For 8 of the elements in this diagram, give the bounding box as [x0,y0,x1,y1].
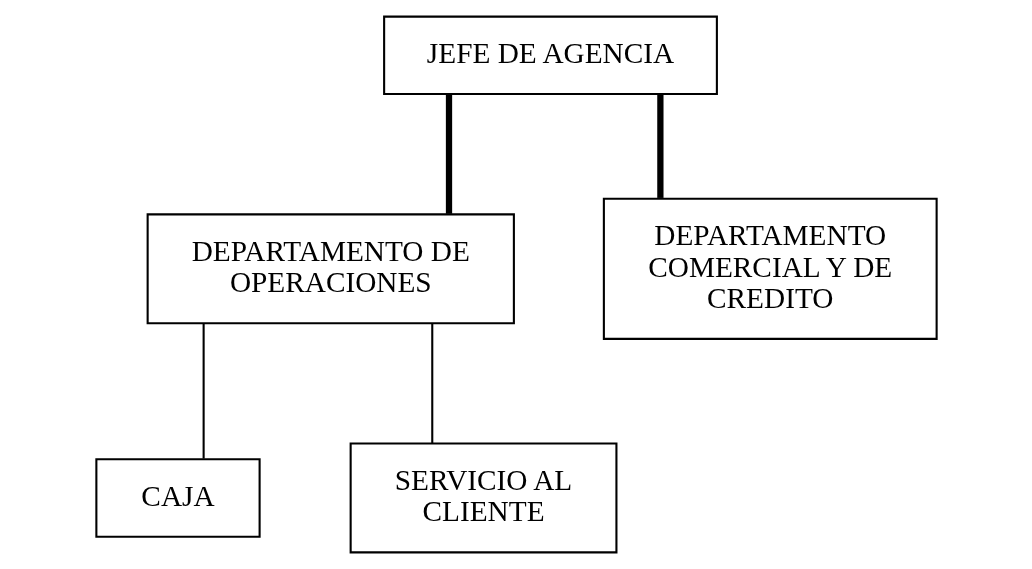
node-box: JEFE DE AGENCIA [382,15,718,96]
node-box: CAJA [94,458,261,538]
node-box: DEPARTAMENTO DE OPERACIONES [146,213,515,325]
node-box: SERVICIO AL CLIENTE [349,442,617,554]
connector [430,323,433,444]
connector [202,323,205,459]
node-box: DEPARTAMENTO COMERCIAL Y DE CREDITO [602,197,938,340]
connector [445,94,452,214]
